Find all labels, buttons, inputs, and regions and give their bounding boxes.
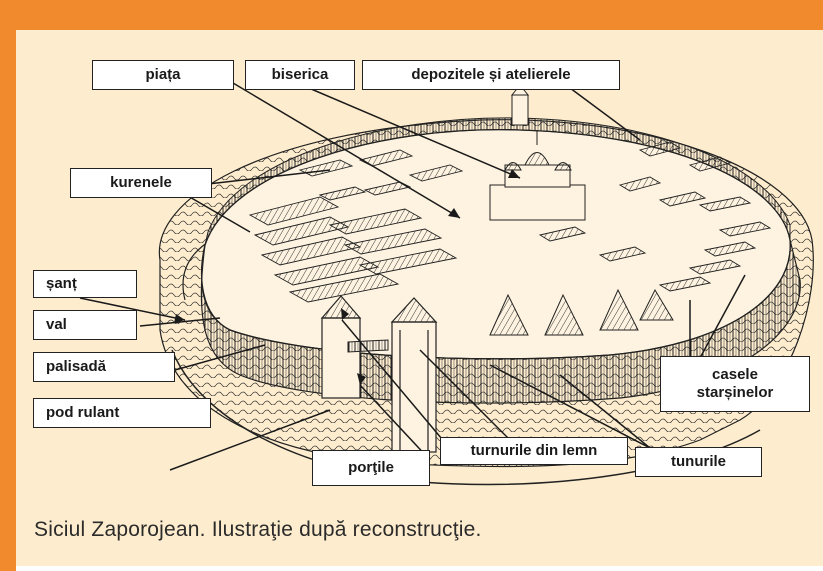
label-depozitele: depozitele și atelierele [362, 60, 620, 90]
label-palisada: palisadă [33, 352, 175, 382]
label-turnurile: turnurile din lemn [440, 437, 628, 465]
label-casele-line2: starșinelor [696, 384, 774, 401]
label-pod-rulant: pod rulant [33, 398, 211, 428]
label-casele-line1: casele [712, 366, 758, 383]
accent-left-bar [0, 30, 16, 571]
label-val: val [33, 310, 137, 340]
label-biserica: biserica [245, 60, 355, 90]
label-sant: șanț [33, 270, 137, 298]
kurenele-houses [248, 149, 464, 303]
label-casele-starsinelor: casele starșinelor [660, 356, 810, 412]
arrowheads [174, 169, 520, 385]
front-houses [489, 288, 674, 336]
figure-caption: Siciul Zaporojean. Ilustraţie după recon… [34, 518, 482, 541]
pointer-lines [79, 79, 746, 471]
label-kurenele: kurenele [70, 168, 212, 198]
label-portile: porţile [312, 450, 430, 486]
label-piata: piața [92, 60, 234, 90]
wooden-towers [320, 295, 438, 453]
gate-bridge [347, 339, 389, 353]
starsini-houses [538, 141, 772, 292]
church [489, 84, 586, 221]
bottom-strip [16, 566, 823, 571]
label-tunurile: tunurile [635, 447, 762, 477]
accent-top-bar [0, 0, 823, 30]
